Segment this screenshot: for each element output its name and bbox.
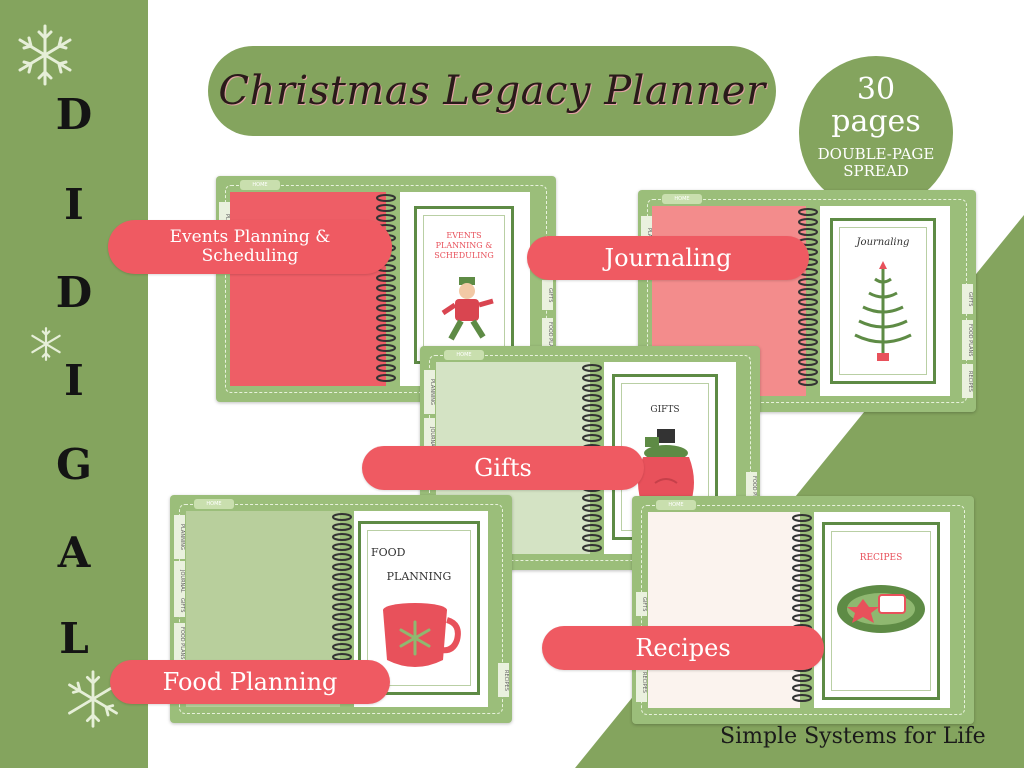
tab-home: HOME xyxy=(194,499,234,509)
planner-spread-recipes: HOME RECIPES GIFTS RECIPES xyxy=(632,496,974,724)
cover-card: FOOD PLANNING xyxy=(358,521,480,695)
badge-line-2: SPREAD xyxy=(843,162,909,180)
vertical-letter: G xyxy=(56,440,92,489)
christmas-tree-icon xyxy=(854,261,912,361)
cookie-plate-icon xyxy=(837,585,925,633)
cover-card: RECIPES xyxy=(822,522,940,700)
vertical-letter: A xyxy=(57,528,91,577)
vertical-letter: I xyxy=(64,356,84,405)
badge-line-1: DOUBLE-PAGE xyxy=(817,145,935,163)
card-title: PLANNING xyxy=(386,570,452,583)
cover-card: EVENTS PLANNING & SCHEDULING xyxy=(414,206,514,364)
spiral-binding-icon xyxy=(376,194,396,382)
label-journaling: Journaling xyxy=(527,236,809,280)
tab-journaling: JOURNALING xyxy=(424,418,435,468)
label-recipes: Recipes xyxy=(542,626,824,670)
left-green-band xyxy=(0,0,148,768)
cocoa-mug-icon xyxy=(383,603,461,667)
tab-home: HOME xyxy=(444,350,484,360)
tab-gifts: GIFTS xyxy=(962,284,973,314)
vertical-letter: L xyxy=(59,614,89,663)
card-title: Journaling xyxy=(856,237,910,248)
page-title: Christmas Legacy Planner xyxy=(218,68,766,114)
right-page: Journaling xyxy=(820,206,950,396)
snowflake-icon xyxy=(68,670,118,728)
tab-recipes: RECIPES xyxy=(636,662,647,702)
left-page xyxy=(648,512,800,708)
label-events-planning: Events Planning & Scheduling xyxy=(108,220,392,274)
brand-name: Simple Systems for Life xyxy=(720,724,986,749)
tab-gifts: GIFTS xyxy=(636,592,647,616)
tab-planning: PLANNING xyxy=(424,370,435,414)
right-page: RECIPES xyxy=(814,512,950,708)
tab-journaling: JOURNALING xyxy=(174,561,185,611)
tab-food-plans: FOOD PLANS xyxy=(746,472,757,512)
card-title: EVENTS PLANNING & SCHEDULING xyxy=(434,231,494,260)
vertical-letter: D xyxy=(55,268,93,317)
card-title: GIFTS xyxy=(650,405,680,415)
tab-home: HOME xyxy=(240,180,280,190)
snowflake-icon xyxy=(31,327,61,361)
card-title: FOOD xyxy=(371,546,406,559)
badge-number: 30 xyxy=(856,72,896,107)
spiral-binding-icon xyxy=(792,514,812,702)
card-title: RECIPES xyxy=(859,553,903,563)
vertical-letter: I xyxy=(64,180,84,229)
elf-icon xyxy=(441,277,494,341)
tab-food-plans: FOOD PLANS xyxy=(174,623,185,663)
tab-gifts: GIFTS xyxy=(542,280,553,310)
title-banner: Christmas Legacy Planner xyxy=(208,46,776,136)
tab-recipes: RECIPES xyxy=(962,364,973,398)
tab-gifts: GIFTS xyxy=(174,593,185,617)
cover-card: Journaling xyxy=(830,218,936,384)
tab-recipes: RECIPES xyxy=(498,663,509,697)
tab-food-plans: FOOD PLANS xyxy=(962,320,973,360)
snowflake-icon xyxy=(18,24,72,86)
badge-unit: pages xyxy=(831,104,921,139)
tab-home: HOME xyxy=(662,194,702,204)
label-gifts: Gifts xyxy=(362,446,644,490)
label-food-planning: Food Planning xyxy=(110,660,390,704)
tab-home: HOME xyxy=(656,500,696,510)
tab-planning: PLANNING xyxy=(174,515,185,559)
tab-food-plans: FOOD PLANS xyxy=(542,318,553,358)
page-count-badge: 30 pages DOUBLE-PAGE SPREAD xyxy=(799,56,953,210)
vertical-letter: D xyxy=(55,90,93,139)
spiral-binding-icon xyxy=(798,208,818,386)
